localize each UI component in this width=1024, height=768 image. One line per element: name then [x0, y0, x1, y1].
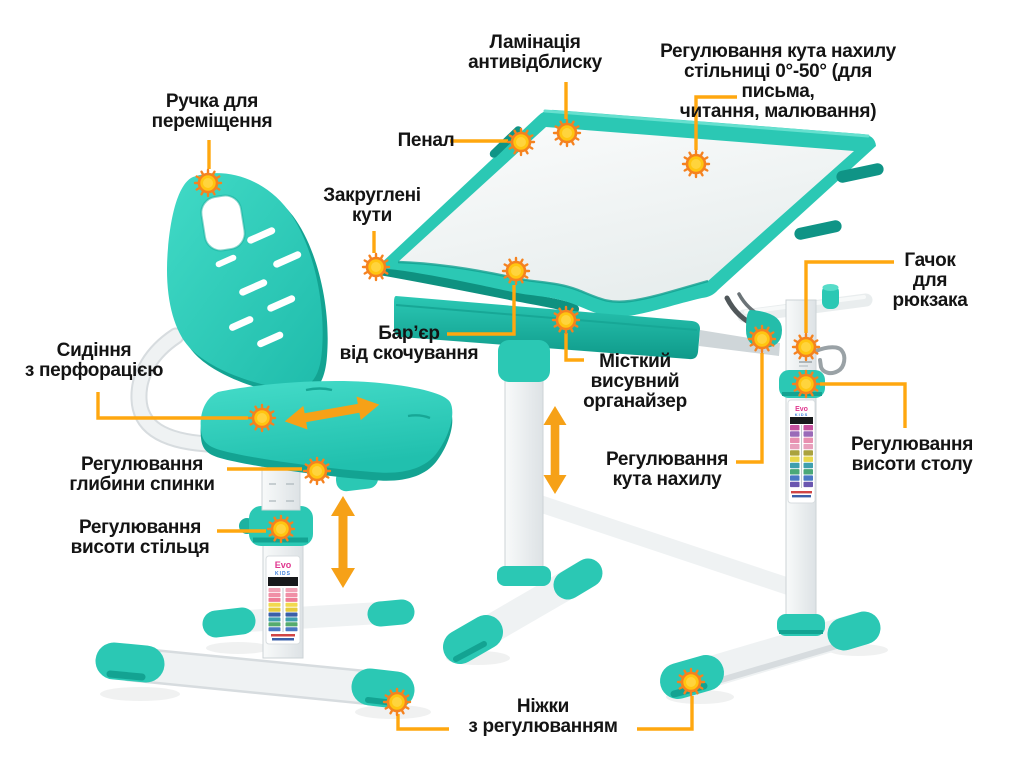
connector-perforated-seat — [96, 392, 248, 420]
connector-organizer — [564, 333, 584, 362]
label-rounded-corners: Закруглені кути — [323, 185, 421, 226]
connector-backpack-hook — [804, 260, 894, 333]
connector-desk-height — [820, 382, 907, 428]
label-desk-height-adjust: Регулювання висоти столу — [850, 434, 974, 475]
height-chart-sticker-chair: Evo KIDS — [265, 555, 301, 645]
desk-groove-upper — [836, 163, 884, 183]
svg-text:KIDS: KIDS — [275, 571, 291, 577]
desk-leg-front — [443, 340, 603, 664]
sticker-brand-desk: Evo — [795, 406, 808, 413]
label-tilt-range: Регулювання кута нахилу стільниці 0°-50°… — [660, 41, 896, 122]
label-pencil-case: Пенал — [397, 130, 455, 151]
desk-leg-rear — [660, 299, 881, 699]
connector-tilt-adjust — [736, 353, 764, 464]
backrest-perforations — [215, 227, 302, 348]
arrow-chair-height — [331, 496, 355, 588]
chair-backrest — [166, 173, 328, 396]
desk-foot-left-cap — [443, 615, 503, 664]
connector-tilt-range — [694, 95, 737, 150]
connector-feet-right — [637, 696, 694, 731]
annotation-layer — [96, 82, 907, 731]
label-backpack-hook: Гачок для рюкзака — [892, 250, 968, 311]
chair-foot-front — [95, 642, 415, 709]
label-perforated-seat: Сидіння з перфорацією — [24, 340, 164, 381]
tilt-knob — [822, 284, 839, 309]
label-lamination: Ламінація антивідблиску — [468, 32, 602, 73]
desk-drawer — [394, 296, 780, 360]
desk-top-edge-highlight — [543, 109, 870, 138]
chair-foot-rear — [202, 599, 415, 638]
chair-handle-hole — [201, 195, 245, 251]
backpack-hook — [814, 345, 847, 376]
svg-text:KIDS: KIDS — [795, 412, 809, 417]
arrow-desk-height — [543, 406, 567, 494]
desk-front-leg-clamp — [498, 340, 550, 382]
desk-front-leg-collar — [497, 566, 551, 586]
barrier-lip-line — [397, 260, 709, 303]
desk-foot-cap-rear — [827, 611, 881, 651]
desk-crossbar — [514, 489, 802, 597]
chair-illustration: Evo KIDS — [95, 173, 453, 719]
desk-front-leg-column — [504, 361, 544, 581]
connector-anti-roll-barrier — [447, 285, 516, 336]
chair-leg-column: Evo KIDS — [262, 539, 304, 659]
label-tilt-adjust: Регулювання кута нахилу — [605, 449, 729, 490]
height-chart-sticker-desk: Evo KIDS — [787, 399, 816, 504]
sticker-brand-chair: Evo — [275, 560, 292, 570]
label-chair-height-adjust: Регулювання висоти стільця — [70, 517, 210, 558]
desk-top-surface — [398, 127, 854, 302]
drawer-rail — [699, 330, 780, 356]
desk-illustration: Evo KIDS — [374, 109, 888, 704]
label-anti-roll-barrier: Бар’єр від скочування — [339, 323, 479, 364]
label-adjustable-feet: Ніжки з регулюванням — [468, 696, 618, 737]
desk-top-underside — [374, 265, 579, 314]
label-organizer: Місткий висувний органайзер — [583, 351, 687, 412]
desk-top — [374, 109, 884, 317]
connector-feet-left — [396, 714, 449, 731]
chair-frame — [130, 327, 239, 455]
label-backrest-depth-adjust: Регулювання глибини спинки — [69, 454, 215, 495]
arrow-seat-slide — [284, 396, 380, 430]
label-move-handle: Ручка для переміщення — [151, 91, 273, 132]
desk-groove-lower — [794, 220, 842, 240]
